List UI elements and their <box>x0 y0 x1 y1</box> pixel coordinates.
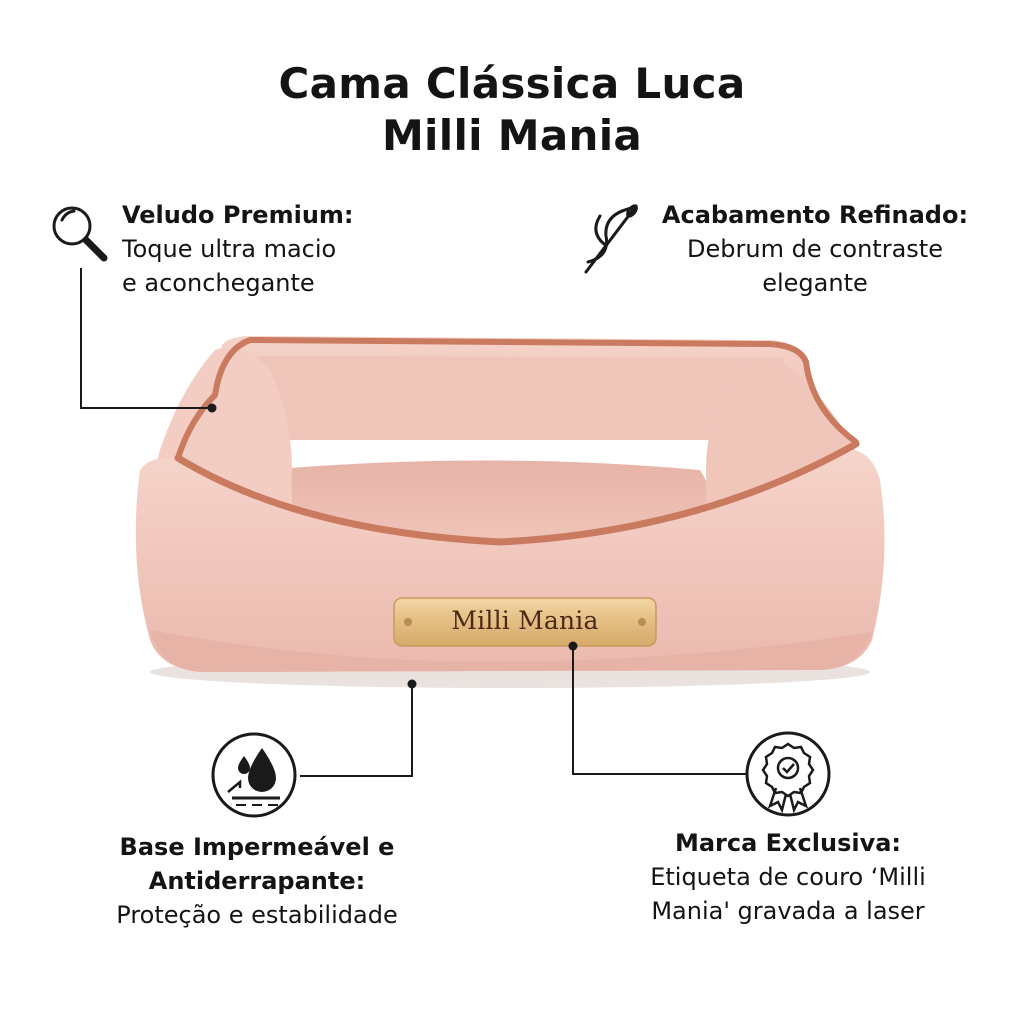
title-line-1: Cama Clássica Luca <box>278 59 746 108</box>
callout-veludo-dot <box>207 403 217 413</box>
feature-marca-heading: Marca Exclusiva: <box>674 829 902 857</box>
feature-acabamento-line-2: elegante <box>762 269 868 297</box>
brand-label-text: Milli Mania <box>451 606 599 635</box>
page-title: Cama Clássica Luca Milli Mania <box>0 58 1024 162</box>
feature-base-line-1: Proteção e estabilidade <box>116 901 398 929</box>
feature-base-heading-1: Base Impermeável e <box>119 833 395 861</box>
bed-piping-back <box>175 336 859 461</box>
feature-marca-line-1: Etiqueta de couro ‘Milli <box>650 863 926 891</box>
callout-marca-line <box>572 646 748 775</box>
brand-label-plate <box>393 597 657 647</box>
feature-marca-line-2: Mania' gravada a laser <box>651 897 925 925</box>
bed-inner-back <box>234 356 790 440</box>
callout-base-dot <box>407 679 417 689</box>
feature-acabamento-heading: Acabamento Refinado: <box>661 201 969 229</box>
waterproof-drop-icon <box>211 732 297 818</box>
title-line-2: Milli Mania <box>381 111 643 160</box>
needle-thread-icon <box>584 204 638 274</box>
callout-veludo-line <box>80 268 212 409</box>
callout-marca-dot <box>568 641 578 651</box>
pet-bed <box>135 336 885 688</box>
feature-base-heading-2: Antiderrapante: <box>148 867 366 895</box>
feature-base-impermeavel: Base Impermeável e Antiderrapante: Prote… <box>60 830 454 932</box>
feature-acabamento-refinado: Acabamento Refinado: Debrum de contraste… <box>630 198 1000 300</box>
award-ribbon-icon <box>745 731 831 817</box>
bed-cushion <box>287 460 712 542</box>
label-rivet-left <box>404 618 412 626</box>
label-rivet-right <box>638 618 646 626</box>
feature-veludo-heading: Veludo Premium: <box>122 201 354 229</box>
feature-veludo-line-2: e aconchegante <box>122 269 315 297</box>
feature-marca-exclusiva: Marca Exclusiva: Etiqueta de couro ‘Mill… <box>600 826 976 928</box>
callout-base-line <box>300 684 413 777</box>
callout-lines <box>80 268 748 777</box>
feature-acabamento-line-1: Debrum de contraste <box>687 235 943 263</box>
magnifier-icon <box>52 206 108 262</box>
bed-front-wall <box>135 449 885 672</box>
feature-veludo-line-1: Toque ultra macio <box>122 235 337 263</box>
bed-front-shade <box>150 630 872 672</box>
feature-veludo-premium: Veludo Premium: Toque ultra macio e acon… <box>122 198 354 300</box>
bed-piping-front <box>174 440 860 546</box>
